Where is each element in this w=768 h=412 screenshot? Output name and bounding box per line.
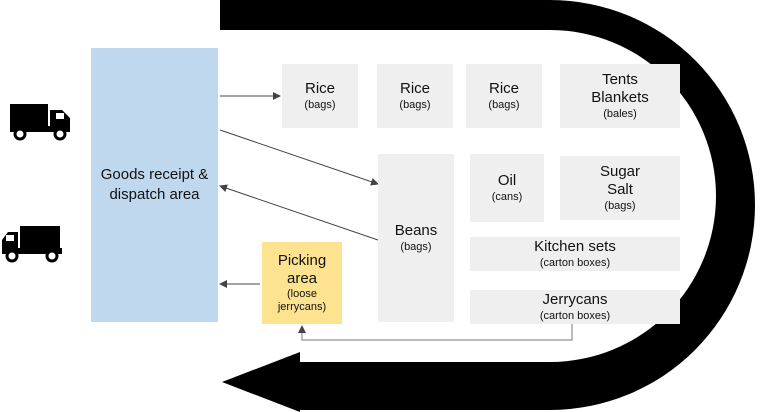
storage-jerrycans: Jerrycans (carton boxes) bbox=[470, 290, 680, 324]
storage-pack: (bags) bbox=[399, 99, 431, 111]
storage-pack: (bags) bbox=[304, 99, 336, 111]
storage-rice-1: Rice (bags) bbox=[282, 64, 358, 128]
storage-name: Oil bbox=[497, 172, 517, 189]
truck-icon bbox=[2, 226, 62, 263]
storage-name-1: Sugar bbox=[599, 163, 641, 180]
storage-name: Kitchen sets bbox=[534, 238, 616, 255]
storage-rice-2: Rice (bags) bbox=[377, 64, 453, 128]
storage-name-1: Tents bbox=[602, 71, 638, 88]
picking-detail: (loose jerrycans) bbox=[277, 288, 327, 313]
dock-label: Goods receipt & dispatch area bbox=[100, 166, 209, 203]
picking-title: Picking area bbox=[277, 252, 327, 287]
storage-rice-3: Rice (bags) bbox=[466, 64, 542, 128]
storage-pack: (bales) bbox=[603, 108, 637, 120]
storage-pack: (bags) bbox=[604, 200, 636, 212]
arrow-beans-to-dock bbox=[219, 184, 379, 241]
storage-name: Jerrycans bbox=[542, 291, 608, 308]
storage-pack: (bags) bbox=[400, 241, 432, 253]
storage-pack: (bags) bbox=[488, 99, 520, 111]
storage-oil: Oil (cans) bbox=[470, 154, 544, 222]
storage-pack: (carton boxes) bbox=[539, 310, 611, 322]
storage-name: Beans bbox=[394, 222, 438, 239]
storage-tents-blankets: Tents Blankets (bales) bbox=[560, 64, 680, 128]
storage-pack: (carton boxes) bbox=[539, 257, 611, 269]
storage-name-2: Blankets bbox=[591, 89, 649, 106]
truck-icon bbox=[10, 104, 70, 141]
storage-beans: Beans (bags) bbox=[378, 154, 454, 322]
arrow-dock-to-beans bbox=[219, 129, 379, 186]
storage-kitchen-sets: Kitchen sets (carton boxes) bbox=[470, 237, 680, 271]
storage-pack: (cans) bbox=[491, 191, 523, 203]
storage-name: Rice bbox=[304, 80, 335, 97]
goods-receipt-dispatch-area: Goods receipt & dispatch area bbox=[91, 48, 218, 322]
picking-area: Picking area (loose jerrycans) bbox=[262, 242, 342, 324]
storage-name: Rice bbox=[488, 80, 519, 97]
storage-name-2: Salt bbox=[607, 181, 633, 198]
flow-u-arrow-icon bbox=[220, 0, 755, 412]
storage-name: Rice bbox=[399, 80, 430, 97]
arrow-jerrycans-to-picking bbox=[298, 324, 573, 341]
storage-sugar-salt: Sugar Salt (bags) bbox=[560, 156, 680, 220]
